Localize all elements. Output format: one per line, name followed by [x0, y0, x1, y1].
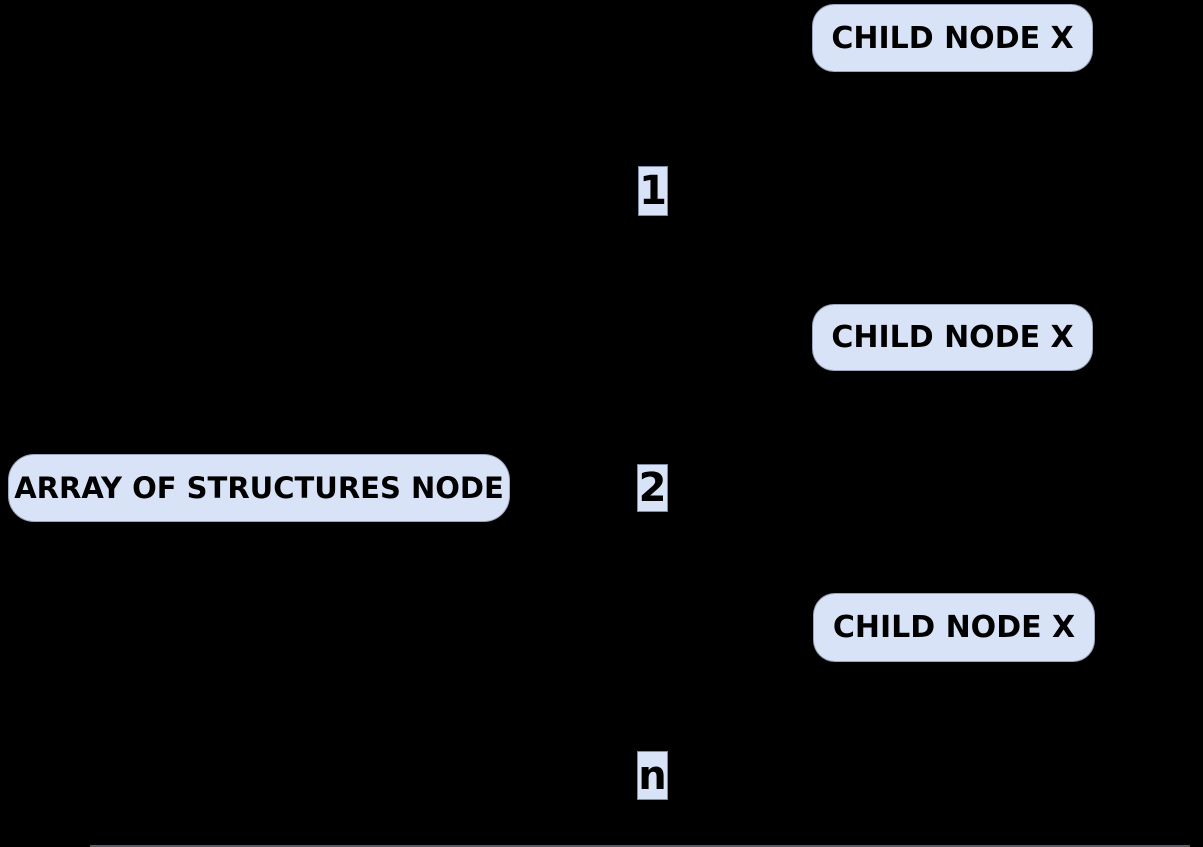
child-node-1-label: CHILD NODE X	[831, 20, 1074, 56]
parent-node-array-of-structures: ARRAY OF STRUCTURES NODE	[8, 454, 510, 522]
edge-label-1-text: 1	[639, 168, 667, 214]
edge-label-2-text: 2	[638, 465, 667, 511]
child-node-3-label: CHILD NODE X	[832, 610, 1076, 645]
parent-node-label: ARRAY OF STRUCTURES NODE	[14, 471, 504, 505]
child-node-3: CHILD NODE X	[813, 593, 1095, 662]
clipped-element-top-edge	[90, 845, 1190, 847]
child-node-1: CHILD NODE X	[812, 4, 1093, 72]
edge-label-1: 1	[638, 166, 668, 216]
edge-label-n: n	[637, 751, 668, 800]
edge-label-2: 2	[637, 464, 668, 512]
edge-label-n-text: n	[638, 752, 667, 799]
child-node-2: CHILD NODE X	[812, 304, 1093, 371]
child-node-2-label: CHILD NODE X	[831, 320, 1074, 355]
